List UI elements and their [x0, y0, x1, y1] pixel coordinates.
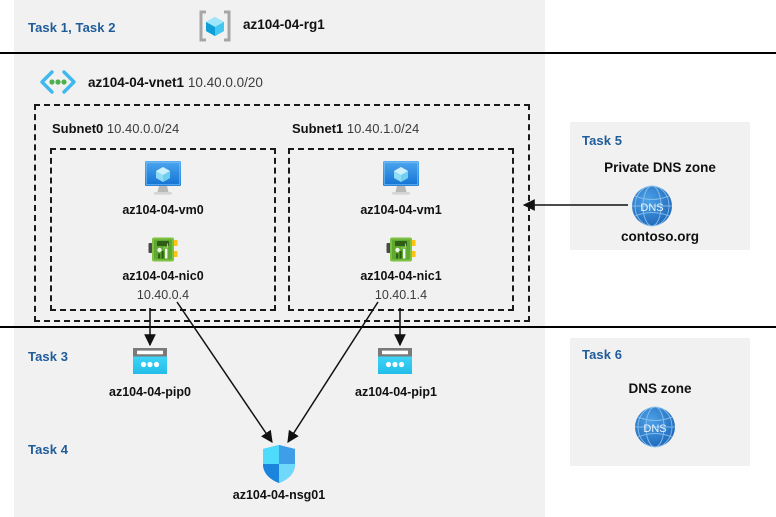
- public-ip-address-icon: [133, 348, 167, 374]
- dns-globe-icon: DNS: [634, 406, 676, 448]
- dns-zone-heading: DNS zone: [628, 381, 692, 396]
- subnet0-name: Subnet0: [52, 121, 104, 136]
- subnet1-cidr: 10.40.1.0/24: [346, 121, 420, 136]
- pip1-label: az104-04-pip1: [355, 385, 437, 399]
- public-ip-address-icon: [378, 348, 412, 374]
- vnet-address-space: 10.40.0.0/20: [187, 75, 263, 90]
- nic1-label: az104-04-nic1: [360, 269, 442, 283]
- subnet1-title: Subnet1 10.40.1.0/24: [292, 121, 419, 136]
- task-label-3: Task 3: [28, 349, 69, 364]
- task3-panel: [14, 338, 545, 415]
- network-security-group-shield-icon: [262, 444, 296, 484]
- dns-icon-text: DNS: [640, 202, 663, 214]
- network-interface-icon: [148, 236, 178, 264]
- dns-globe-icon: DNS: [631, 185, 673, 227]
- task-label-4: Task 4: [28, 442, 69, 457]
- vnet-fill: [14, 54, 545, 326]
- vm0-label: az104-04-vm0: [122, 203, 204, 217]
- subnet1-name: Subnet1: [292, 121, 344, 136]
- virtual-machine-icon: [381, 160, 421, 196]
- dns-icon-text: DNS: [643, 423, 666, 435]
- task5-panel: [570, 122, 750, 250]
- vnet-title: az104-04-vnet1 10.40.0.0/20: [88, 75, 263, 90]
- task-label-1-2: Task 1, Task 2: [28, 20, 116, 35]
- subnet0-cidr: 10.40.0.0/24: [106, 121, 180, 136]
- subnet0-title: Subnet0 10.40.0.0/24: [52, 121, 179, 136]
- private-dns-zone-heading: Private DNS zone: [604, 160, 716, 175]
- nic0-label: az104-04-nic0: [122, 269, 204, 283]
- task-label-5: Task 5: [582, 133, 623, 148]
- nsg-label: az104-04-nsg01: [232, 488, 326, 502]
- subnet0-box: [50, 148, 276, 311]
- vnet-name: az104-04-vnet1: [88, 75, 185, 90]
- private-dns-zone-name: contoso.org: [621, 229, 699, 244]
- resource-group-name-text: az104-04-rg1: [243, 17, 325, 32]
- task-label-6: Task 6: [582, 347, 623, 362]
- nic1-ip: 10.40.1.4: [374, 288, 428, 302]
- subnets-group-outline: [34, 104, 530, 322]
- resource-group-name: az104-04-rg1: [243, 17, 325, 32]
- virtual-machine-icon: [143, 160, 183, 196]
- pip0-label: az104-04-pip0: [109, 385, 191, 399]
- vnet-box: [0, 52, 776, 328]
- virtual-network-icon: [38, 70, 78, 94]
- resource-group-cube-icon: [198, 9, 232, 43]
- network-interface-icon: [386, 236, 416, 264]
- subnet1-box: [288, 148, 514, 311]
- vm1-label: az104-04-vm1: [360, 203, 442, 217]
- nic0-ip: 10.40.0.4: [136, 288, 190, 302]
